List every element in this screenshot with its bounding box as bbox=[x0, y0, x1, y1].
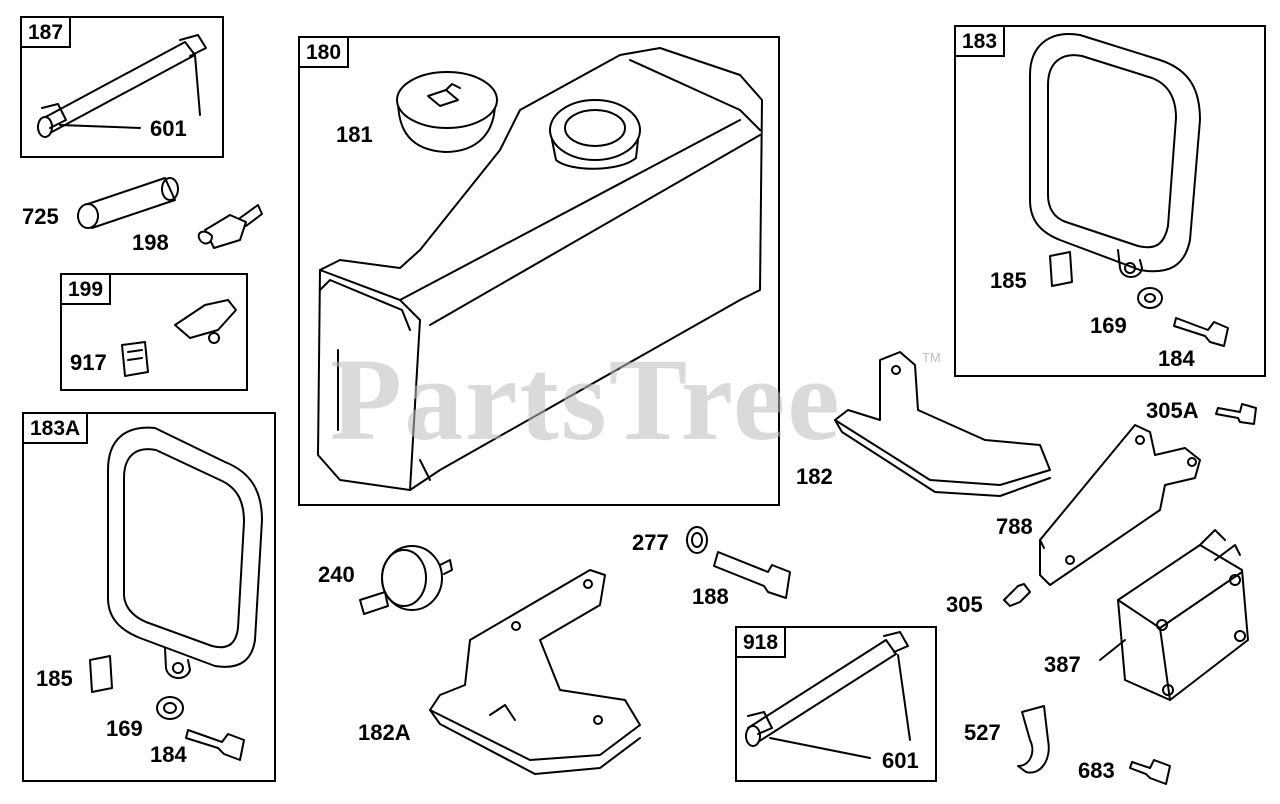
bolt-305-drawing bbox=[1003, 583, 1031, 607]
label-240: 240 bbox=[318, 562, 355, 587]
bolt-305A-drawing bbox=[1215, 403, 1257, 425]
group-tag-199: 199 bbox=[60, 273, 112, 306]
label-725: 725 bbox=[22, 204, 59, 229]
fuel-pump-387-drawing bbox=[1099, 529, 1249, 701]
fuel-line-918-drawing bbox=[745, 631, 911, 759]
group-tag-180: 180 bbox=[298, 36, 350, 69]
screw-683-drawing bbox=[1129, 759, 1171, 785]
group-box-199 bbox=[60, 273, 248, 391]
label-788: 788 bbox=[996, 514, 1033, 539]
group-tag-187: 187 bbox=[20, 16, 72, 49]
fuel-line-187-drawing bbox=[37, 34, 207, 138]
label-181: 181 bbox=[336, 122, 373, 147]
label-277: 277 bbox=[632, 530, 669, 555]
fuel-tank-180-drawing bbox=[317, 47, 763, 491]
guard-frame-183-drawing bbox=[1029, 33, 1229, 347]
label-387: 387 bbox=[1044, 652, 1081, 677]
group-box-183A bbox=[22, 412, 276, 782]
washer-277-drawing bbox=[686, 526, 708, 554]
bracket-182A-drawing bbox=[429, 569, 641, 775]
label-601-top: 601 bbox=[150, 116, 187, 141]
label-185-lower: 185 bbox=[36, 666, 73, 691]
label-601-bottom: 601 bbox=[882, 748, 919, 773]
group-tag-183: 183 bbox=[954, 25, 1006, 58]
label-305A: 305A bbox=[1146, 398, 1199, 423]
watermark-text: PartsTree bbox=[330, 334, 842, 465]
label-683: 683 bbox=[1078, 758, 1115, 783]
label-527: 527 bbox=[964, 720, 1001, 745]
group-box-187 bbox=[20, 16, 224, 158]
group-box-918 bbox=[735, 626, 937, 782]
label-169-lower: 169 bbox=[106, 716, 143, 741]
group-box-183 bbox=[954, 25, 1266, 377]
label-185-upper: 185 bbox=[990, 268, 1027, 293]
group-tag-918: 918 bbox=[735, 626, 787, 659]
group-tag-183A: 183A bbox=[22, 412, 89, 445]
clip-527-drawing bbox=[1017, 705, 1050, 774]
valve-clip-199-drawing bbox=[121, 299, 237, 377]
bolt-188-drawing bbox=[713, 551, 791, 599]
label-188: 188 bbox=[692, 584, 729, 609]
label-917: 917 bbox=[70, 350, 107, 375]
label-184-upper: 184 bbox=[1158, 346, 1195, 371]
label-184-lower: 184 bbox=[150, 742, 187, 767]
label-182A: 182A bbox=[358, 720, 411, 745]
label-169-upper: 169 bbox=[1090, 313, 1127, 338]
bracket-182-drawing bbox=[834, 351, 1051, 497]
sleeve-725-drawing bbox=[77, 177, 179, 229]
watermark-trademark: TM bbox=[922, 350, 941, 365]
fuel-filter-240-drawing bbox=[359, 545, 453, 615]
guard-frame-183A-drawing bbox=[89, 426, 263, 761]
label-305: 305 bbox=[946, 592, 983, 617]
label-182: 182 bbox=[796, 464, 833, 489]
group-box-180 bbox=[298, 36, 780, 506]
valve-198-drawing bbox=[197, 204, 263, 249]
fuel-cap-181-drawing bbox=[396, 71, 498, 153]
label-198: 198 bbox=[132, 230, 169, 255]
plate-788-drawing bbox=[1039, 424, 1201, 586]
